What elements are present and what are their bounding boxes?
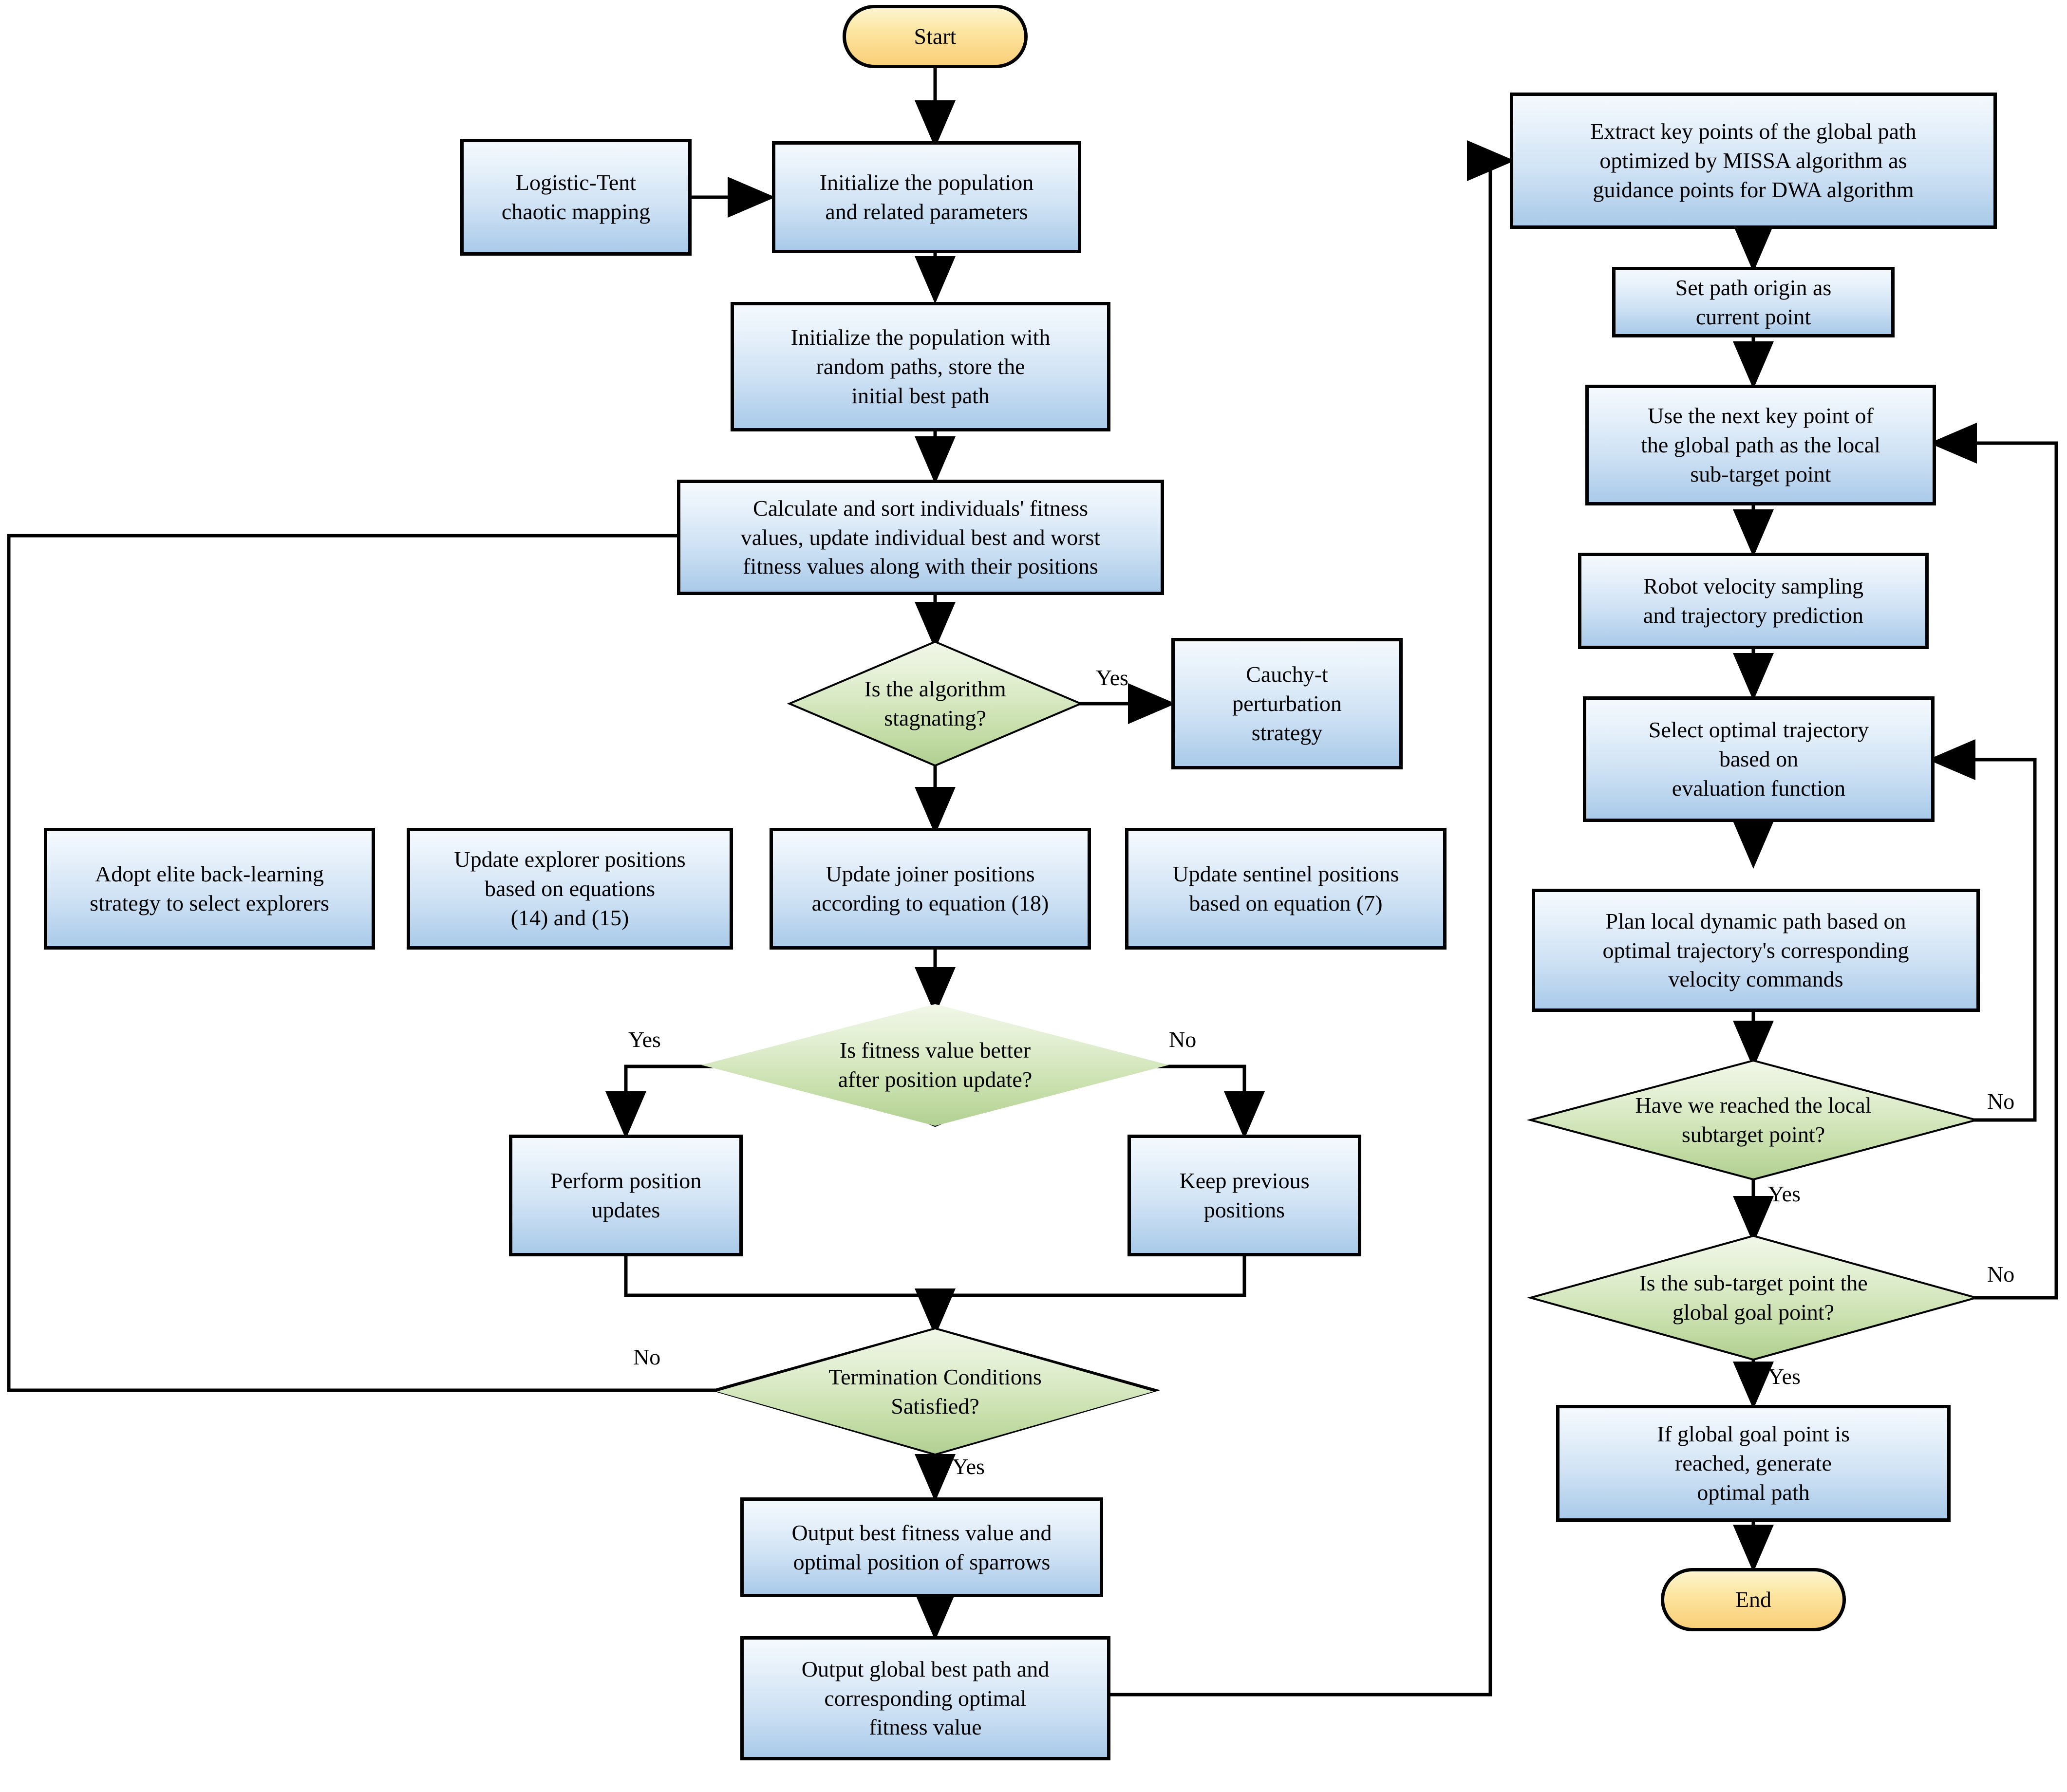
node-keep-previous-positions-label: Keep previous positions — [1179, 1168, 1310, 1222]
node-start-label: Start — [914, 24, 957, 49]
node-perform-position-updates[interactable]: Perform position updates — [509, 1135, 743, 1256]
node-plan-local-path-label: Plan local dynamic path based on optimal… — [1602, 908, 1909, 992]
node-start[interactable]: Start — [843, 5, 1028, 68]
node-update-explorer-positions-label: Update explorer positions based on equat… — [454, 847, 686, 930]
edge-label-subtarget-no: No — [1987, 1089, 2015, 1114]
node-update-sentinel-positions-label: Update sentinel positions based on equat… — [1172, 861, 1399, 915]
node-calculate-sort-fitness-label: Calculate and sort individuals' fitness … — [740, 495, 1101, 579]
node-select-optimal-trajectory[interactable]: Select optimal trajectory based on evalu… — [1583, 696, 1935, 822]
edge-label-goal-no: No — [1987, 1262, 2015, 1287]
node-calculate-sort-fitness[interactable]: Calculate and sort individuals' fitness … — [677, 480, 1164, 595]
node-decision-fitness-better[interactable]: Is fitness value better after position u… — [701, 1004, 1169, 1126]
node-use-next-key-point-label: Use the next key point of the global pat… — [1641, 403, 1880, 486]
edge-label-fitness-yes: Yes — [628, 1027, 661, 1052]
node-cauchy-perturbation-label: Cauchy-t perturbation strategy — [1232, 662, 1342, 745]
node-init-population-paths[interactable]: Initialize the population with random pa… — [731, 302, 1110, 431]
node-output-global-path[interactable]: Output global best path and correspondin… — [740, 1636, 1110, 1760]
node-decision-stagnating[interactable]: Is the algorithm stagnating? — [792, 643, 1078, 765]
node-update-joiner-positions[interactable]: Update joiner positions according to equ… — [770, 828, 1091, 950]
node-end[interactable]: End — [1661, 1568, 1846, 1631]
node-elite-back-learning-label: Adopt elite back-learning strategy to se… — [90, 861, 329, 915]
node-select-optimal-trajectory-label: Select optimal trajectory based on evalu… — [1648, 717, 1869, 801]
node-perform-position-updates-label: Perform position updates — [550, 1168, 702, 1222]
node-update-explorer-positions[interactable]: Update explorer positions based on equat… — [407, 828, 733, 950]
node-output-best-fitness-label: Output best fitness value and optimal po… — [791, 1520, 1052, 1574]
edge-label-subtarget-yes: Yes — [1768, 1181, 1801, 1206]
node-keep-previous-positions[interactable]: Keep previous positions — [1127, 1135, 1361, 1256]
node-decision-termination[interactable]: Termination Conditions Satisfied? — [717, 1329, 1153, 1454]
node-decision-termination-label: Termination Conditions Satisfied? — [828, 1364, 1042, 1419]
edge-termination-no-loop — [7, 515, 771, 1392]
node-init-population-paths-label: Initialize the population with random pa… — [790, 325, 1051, 408]
node-update-sentinel-positions[interactable]: Update sentinel positions based on equat… — [1125, 828, 1447, 950]
node-init-population-params[interactable]: Initialize the population and related pa… — [772, 141, 1081, 253]
node-decision-is-global-goal-label: Is the sub-target point the global goal … — [1639, 1270, 1868, 1325]
edge-label-termination-no: No — [633, 1344, 661, 1369]
node-velocity-sampling[interactable]: Robot velocity sampling and trajectory p… — [1578, 553, 1929, 649]
node-decision-reached-subtarget[interactable]: Have we reached the local subtarget poin… — [1534, 1062, 1973, 1178]
edge-label-termination-yes: Yes — [952, 1454, 985, 1479]
node-end-label: End — [1735, 1587, 1772, 1612]
node-plan-local-path[interactable]: Plan local dynamic path based on optimal… — [1532, 889, 1980, 1012]
edge-label-stagnating-yes: Yes — [1096, 665, 1128, 690]
node-set-path-origin[interactable]: Set path origin as current point — [1612, 267, 1895, 337]
node-decision-is-global-goal[interactable]: Is the sub-target point the global goal … — [1534, 1237, 1973, 1359]
node-chaotic-map-label: Logistic-Tent chaotic mapping — [501, 170, 651, 224]
node-extract-key-points[interactable]: Extract key points of the global path op… — [1510, 93, 1997, 229]
node-elite-back-learning[interactable]: Adopt elite back-learning strategy to se… — [44, 828, 375, 950]
node-extract-key-points-label: Extract key points of the global path op… — [1590, 119, 1917, 202]
node-decision-reached-subtarget-label: Have we reached the local subtarget poin… — [1635, 1093, 1872, 1147]
node-cauchy-perturbation[interactable]: Cauchy-t perturbation strategy — [1171, 638, 1403, 769]
node-chaotic-map[interactable]: Logistic-Tent chaotic mapping — [460, 139, 692, 256]
edge-keep-to-merge — [935, 1256, 1246, 1297]
node-generate-optimal-path[interactable]: If global goal point is reached, generat… — [1556, 1405, 1951, 1522]
node-output-global-path-label: Output global best path and correspondin… — [801, 1656, 1050, 1740]
node-update-joiner-positions-label: Update joiner positions according to equ… — [811, 861, 1049, 915]
node-set-path-origin-label: Set path origin as current point — [1675, 275, 1832, 329]
node-decision-fitness-better-label: Is fitness value better after position u… — [838, 1038, 1033, 1092]
node-generate-optimal-path-label: If global goal point is reached, generat… — [1656, 1421, 1850, 1505]
node-use-next-key-point[interactable]: Use the next key point of the global pat… — [1585, 385, 1936, 505]
node-output-best-fitness[interactable]: Output best fitness value and optimal po… — [740, 1497, 1103, 1597]
edge-label-goal-yes: Yes — [1768, 1364, 1801, 1389]
edge-label-fitness-no: No — [1169, 1027, 1197, 1052]
node-decision-stagnating-label: Is the algorithm stagnating? — [864, 676, 1006, 730]
node-velocity-sampling-label: Robot velocity sampling and trajectory p… — [1643, 574, 1864, 628]
edge-perform-to-merge — [624, 1256, 935, 1297]
node-init-population-params-label: Initialize the population and related pa… — [819, 170, 1034, 224]
